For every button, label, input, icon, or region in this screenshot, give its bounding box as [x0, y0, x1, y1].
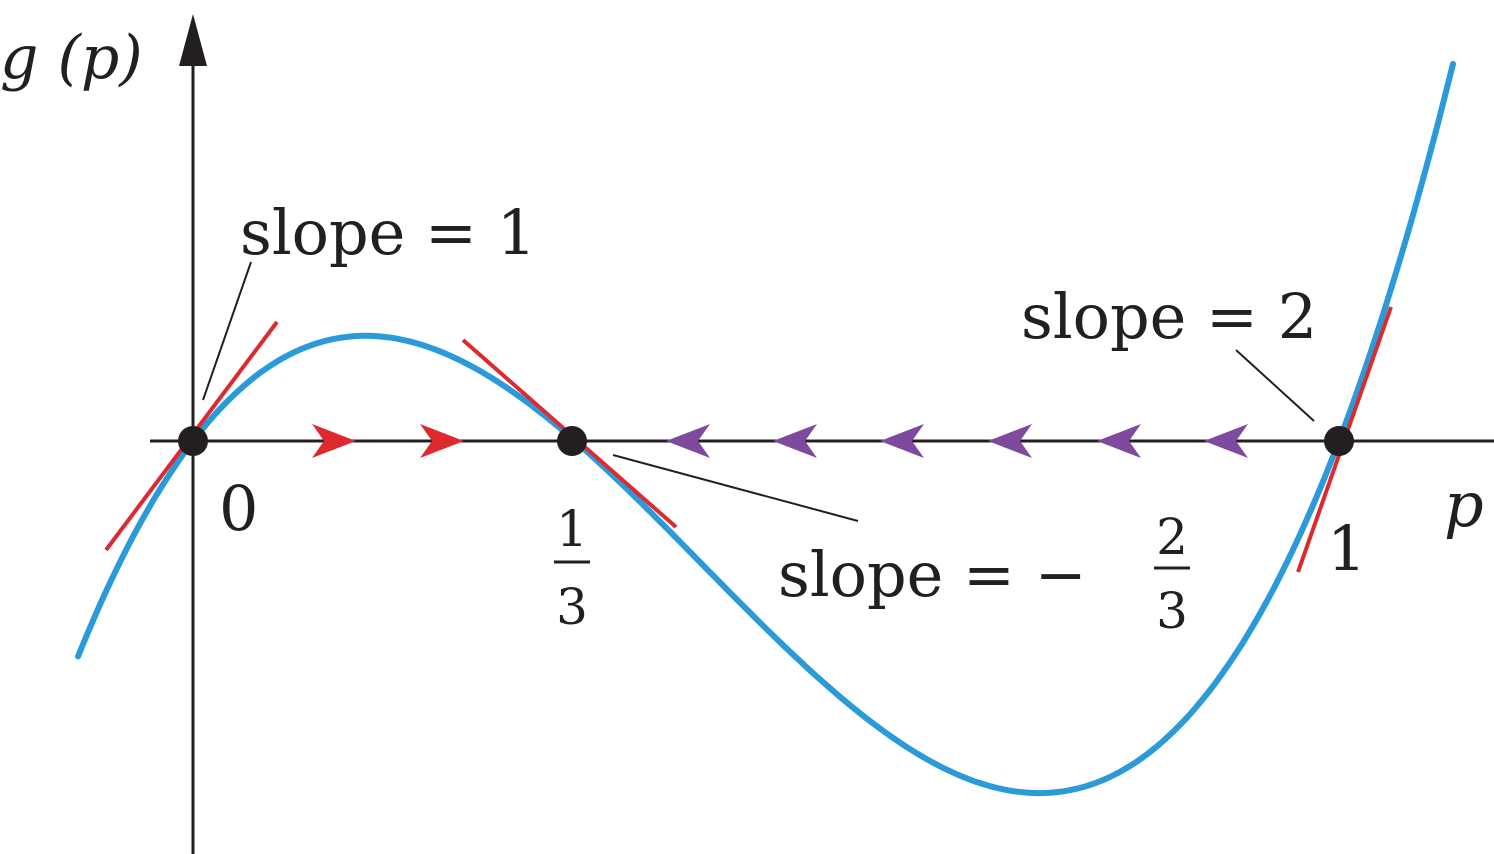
annotation-slope-1: slope = 1: [240, 196, 536, 269]
flow-arrow-left: [988, 424, 1032, 458]
flow-arrow-left: [880, 424, 924, 458]
equilibrium-point-one-third: [557, 426, 587, 456]
pointer-slope-minus-two-thirds: [612, 454, 859, 522]
annotation-slope-minus-two-thirds: slope = −: [778, 538, 1087, 611]
pointer-slope-2: [1235, 349, 1315, 422]
flow-arrows: [312, 424, 1248, 458]
annotation-fraction-numerator: 2: [1156, 508, 1188, 566]
flow-arrow-left: [1204, 424, 1248, 458]
flow-arrow-left: [773, 424, 817, 458]
flow-arrow-right: [312, 424, 356, 458]
y-axis-arrowhead: [179, 14, 207, 66]
annotation-fraction-denominator: 3: [1156, 582, 1188, 640]
y-axis-label: g (p): [0, 23, 143, 93]
tick-label-1: 1: [1327, 512, 1366, 585]
tick-label-0: 0: [219, 472, 258, 545]
tick-label-one-third-numerator: 1: [556, 500, 588, 558]
flow-arrow-left: [666, 424, 710, 458]
tick-label-one-third-denominator: 3: [556, 578, 588, 636]
equilibrium-point-1: [1324, 426, 1354, 456]
x-axis-label: p: [1444, 468, 1484, 541]
pointer-slope-1: [202, 261, 252, 401]
equilibrium-point-0: [178, 426, 208, 456]
flow-arrow-right: [420, 424, 464, 458]
curve-g-of-p: [75, 60, 1456, 797]
annotation-slope-2: slope = 2: [1021, 280, 1317, 353]
flow-arrow-left: [1097, 424, 1141, 458]
